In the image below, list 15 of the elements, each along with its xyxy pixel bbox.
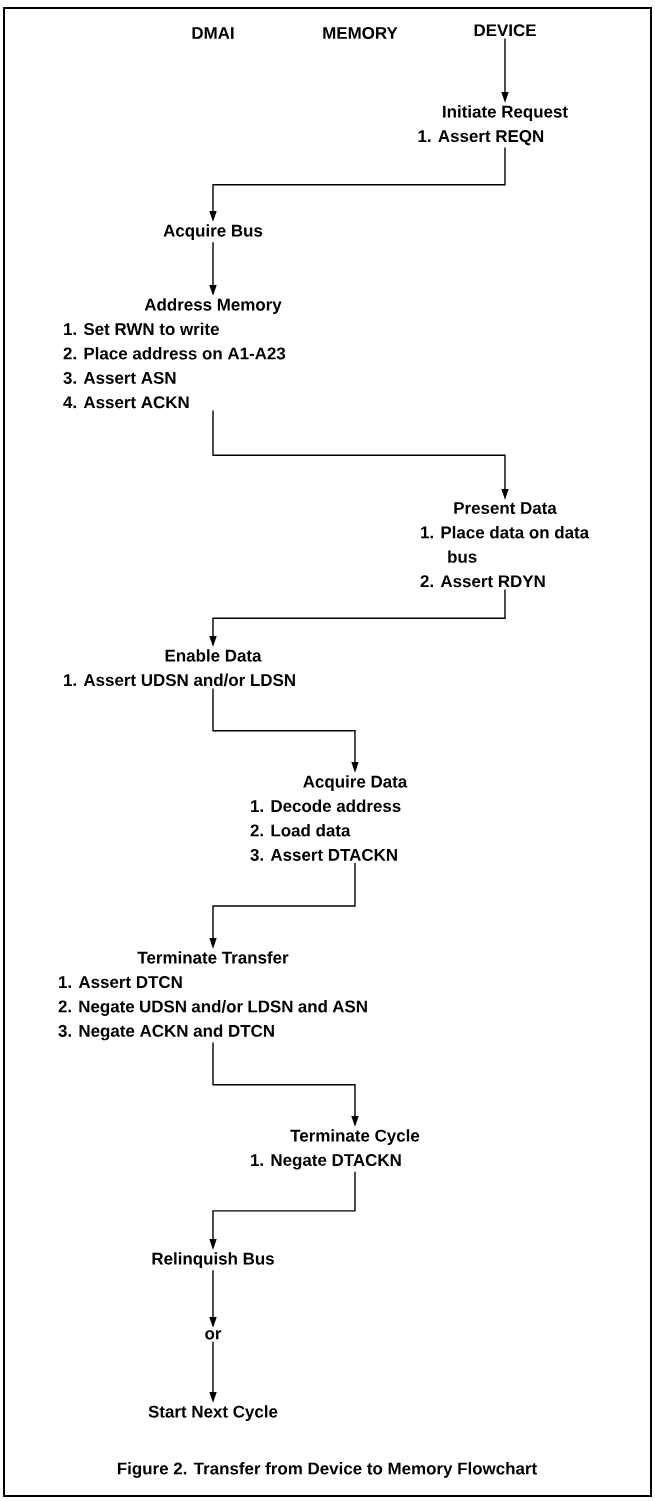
step-text: Terminate Cycle 1. Negate DTACKN xyxy=(251,1129,420,1170)
step-text: Acquire Data 1. Decode address 2. Load data 3. Assert DTACKN xyxy=(250,775,408,861)
column-header: DMAI xyxy=(192,27,234,39)
step-text: Address Memory 1. Set RWN to write 2. Place address on A1-A23 3. Assert ASN 4. Assert ACKN xyxy=(63,298,286,409)
caption: Figure 2. Transfer from Device to Memory Flowchart xyxy=(117,1462,537,1478)
step-text: Terminate Transfer 1. Assert DTCN 2. Negate UDSN and/or LDSN and ASN 3. Negate ACKN and DTCN xyxy=(58,951,367,1041)
column-header: MEMORY xyxy=(323,27,398,39)
step-text: Initiate Request 1. Assert REQN xyxy=(418,105,568,146)
step-label: Start Next Cycle xyxy=(148,1405,278,1421)
column-header: DEVICE xyxy=(474,24,536,37)
step-text: Enable Data 1. Assert UDSN and/or LDSN xyxy=(64,649,295,687)
step-label: Acquire Bus xyxy=(163,224,263,240)
step-label: Relinquish Bus xyxy=(152,1252,274,1268)
step-text: Present Data 1. Place data on data bus 2. Assert RDYN xyxy=(420,502,590,588)
step-label: or xyxy=(205,1330,222,1340)
